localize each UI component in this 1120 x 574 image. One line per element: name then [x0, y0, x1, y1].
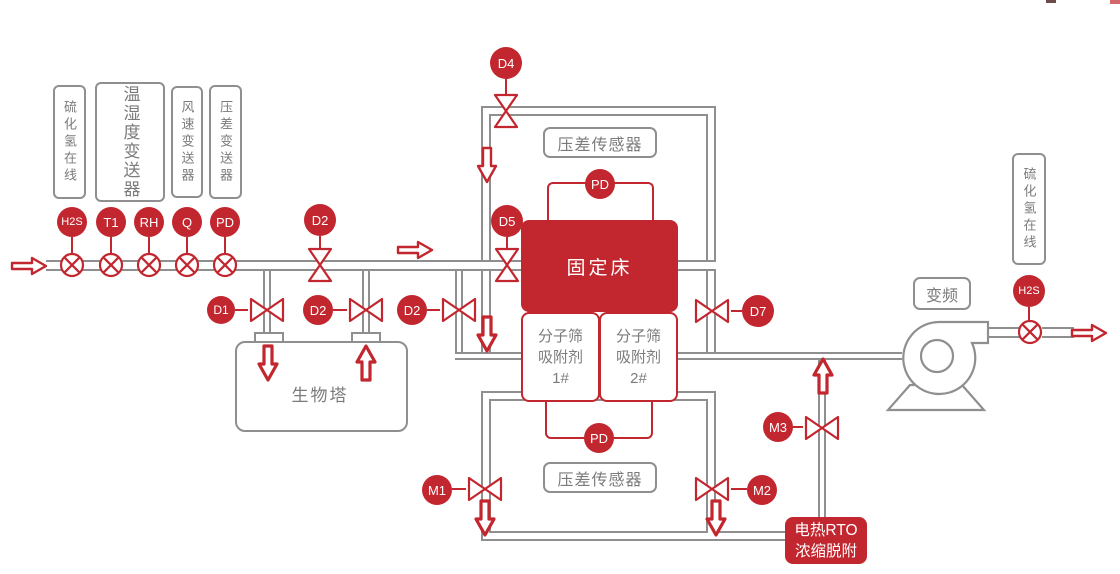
rto-box: 电热RTO 浓缩脱附	[785, 517, 867, 564]
tag-d2-tower: D2	[303, 295, 333, 325]
stem-d2-bypass	[427, 309, 440, 311]
valve-m3-icon	[804, 415, 840, 441]
stem-m1	[452, 488, 466, 490]
stem-q	[186, 237, 188, 254]
stem-pd-inlet	[224, 237, 226, 254]
fixed-bed-box: 固定床	[521, 220, 678, 312]
label-box-windspeed-transmitter: 风速变送器	[171, 86, 203, 198]
dp-sensor-box-top: 压差传感器	[543, 127, 657, 158]
fan-outlet-pipe-a	[986, 327, 1020, 338]
sample-valve-rh-icon	[136, 252, 162, 278]
rto-riser-up-arrow	[812, 357, 834, 395]
tower-out-up-arrow	[355, 344, 377, 382]
sample-valve-t1-icon	[98, 252, 124, 278]
valve-d4-icon	[493, 93, 519, 129]
fan-hub	[919, 338, 955, 374]
tag-d4: D4	[490, 47, 522, 79]
upper-loop-down-arrow	[476, 146, 498, 184]
tag-d2-main: D2	[304, 204, 336, 236]
stem-d2-main	[319, 236, 321, 252]
main-flow-arrow	[396, 240, 434, 260]
rto-line2: 浓缩脱附	[794, 542, 857, 560]
stem-d2-tower	[333, 309, 347, 311]
rto-line1: 电热RTO	[794, 521, 858, 539]
bio-tower-label: 生物塔	[291, 386, 349, 405]
rto-riser-pipe	[818, 356, 826, 518]
stem-m3	[793, 426, 803, 428]
fixedbed-outlet-pipe	[677, 260, 716, 271]
stem-d4	[505, 79, 507, 97]
tag-pd-bottom: PD	[584, 423, 614, 453]
sample-valve-pd-inlet-icon	[212, 252, 238, 278]
valve-d2-main-icon	[307, 247, 333, 283]
sieve1-line1: 分子筛	[537, 327, 583, 345]
tower-outlet-drop-pipe	[362, 263, 370, 333]
tag-t1: T1	[96, 207, 126, 237]
sieve2-box: 分子筛 吸附剂 2#	[599, 312, 678, 402]
dp-sensor-box-bottom: 压差传感器	[543, 462, 657, 493]
label-box-h2s-online-outlet: 硫化氢在线	[1012, 153, 1046, 265]
label-box-dp-transmitter: 压差变送器	[209, 85, 242, 199]
valve-d1-icon	[249, 297, 285, 323]
tag-m3: M3	[763, 412, 793, 442]
sieve1-line2: 吸附剂	[537, 348, 583, 366]
fan-blower	[885, 320, 990, 412]
tower-inlet-drop-pipe	[263, 263, 271, 333]
stem-h2s-outlet	[1028, 307, 1030, 323]
inlet-flow-arrow	[10, 256, 48, 276]
label-box-h2s-online: 硫化氢在线	[53, 85, 86, 199]
vfd-box: 变频	[913, 277, 971, 310]
valve-m1-icon	[467, 476, 503, 502]
main-inlet-pipe	[46, 260, 523, 271]
sample-valve-q-icon	[174, 252, 200, 278]
valve-d7-icon	[694, 298, 730, 324]
stem-rh	[148, 237, 150, 254]
stem-m2	[731, 488, 747, 490]
lower-loop-pipe-inner	[489, 399, 708, 533]
sieve2-line2: 吸附剂	[615, 348, 661, 366]
fixed-bed-label: 固定床	[566, 257, 633, 279]
edge-artifact	[1046, 0, 1056, 3]
valve-d2-tower-icon	[348, 297, 384, 323]
valve-d5-icon	[494, 247, 520, 283]
tag-h2s-outlet: H2S	[1013, 275, 1045, 307]
sieve1-box: 分子筛 吸附剂 1#	[521, 312, 600, 402]
tower-in-down-arrow	[257, 344, 279, 382]
tag-h2s-inlet: H2S	[57, 207, 87, 237]
sample-valve-h2s-outlet-icon	[1017, 319, 1043, 345]
bottom-main-pipe	[455, 352, 902, 360]
bypass-down-arrow	[476, 315, 498, 353]
tag-m2: M2	[747, 475, 777, 505]
outlet-flow-arrow	[1070, 323, 1108, 343]
edge-artifact	[1110, 0, 1120, 4]
sieve2-line3: 2#	[630, 369, 647, 387]
label-box-temp-humidity-transmitter: 温湿度变送器	[95, 82, 165, 202]
valve-d2-bypass-icon	[441, 297, 477, 323]
sample-valve-h2s-inlet-icon	[59, 252, 85, 278]
tag-d5: D5	[491, 205, 523, 237]
sieve2-line1: 分子筛	[615, 327, 661, 345]
m1-down-arrow	[474, 499, 496, 537]
fan-outlet-pipe-b	[1042, 327, 1074, 338]
stem-t1	[110, 237, 112, 254]
stem-h2s-inlet	[71, 237, 73, 254]
tag-q: Q	[172, 207, 202, 237]
tag-d1: D1	[207, 296, 235, 324]
sieve1-line3: 1#	[552, 369, 569, 387]
stem-d7	[731, 310, 742, 312]
tag-pd-top: PD	[585, 169, 615, 199]
m2-down-arrow	[705, 499, 727, 537]
loop-to-rto-pipe	[714, 531, 787, 541]
tag-m1: M1	[422, 475, 452, 505]
stem-d1	[235, 309, 248, 311]
tag-d2-bypass: D2	[397, 295, 427, 325]
tower-nozzle-right	[351, 332, 381, 343]
tag-pd-inlet: PD	[210, 207, 240, 237]
tower-nozzle-left	[254, 332, 284, 343]
valve-m2-icon	[694, 476, 730, 502]
tag-d7: D7	[742, 295, 774, 327]
stem-d5	[506, 237, 508, 252]
tag-rh: RH	[134, 207, 164, 237]
